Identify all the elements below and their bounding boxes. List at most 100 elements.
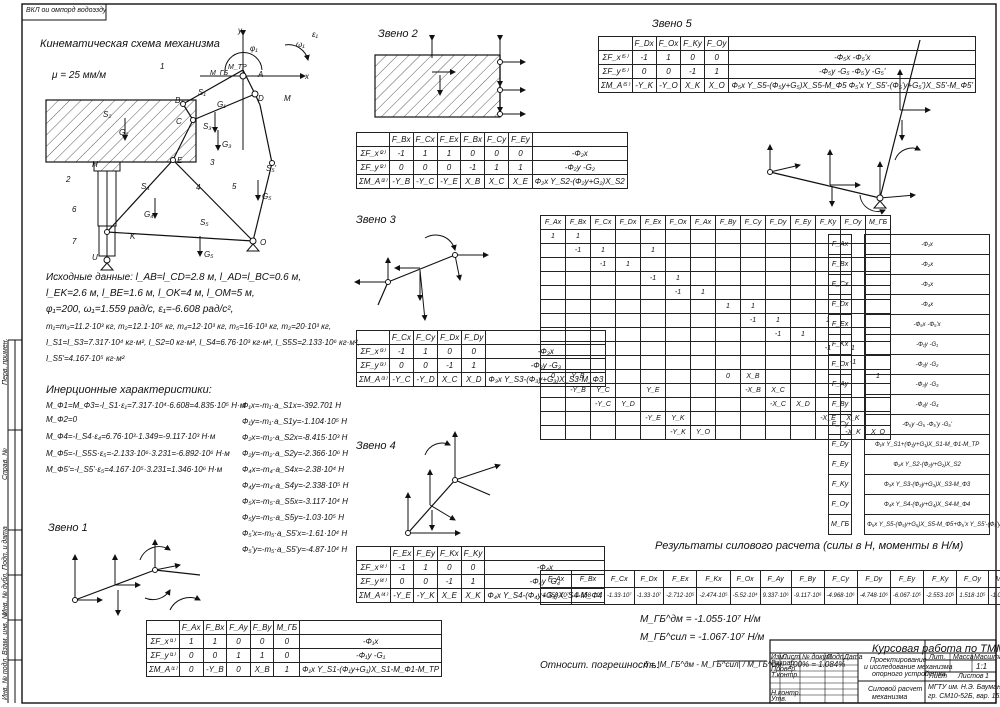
- matrix-cell: [665, 257, 691, 272]
- matrix-cell: 1: [740, 299, 766, 314]
- matrix-cell: 1: [665, 271, 691, 286]
- matrix-cell: [715, 285, 741, 300]
- tb-row-6: Разраб.: [771, 660, 797, 667]
- table-cell: -Ф₅x -Ф₅'x: [728, 50, 976, 65]
- results-header-cell: F_Oy: [956, 570, 989, 588]
- matrix-cell: [615, 341, 641, 356]
- table-cell: 1: [655, 50, 682, 65]
- table-cell: -Y_D: [412, 372, 439, 387]
- matrix-cell: [715, 229, 741, 244]
- table-cell: 0: [437, 344, 463, 359]
- matrix-cell: [565, 411, 591, 426]
- results-header-cell: F_Ox: [729, 570, 761, 588]
- rhs-spacer: [852, 375, 865, 395]
- label-G3: G₃: [222, 140, 232, 149]
- matrix-cell: [540, 383, 566, 398]
- matrix-cell: [690, 341, 716, 356]
- label-link-5: 5: [232, 182, 237, 191]
- matrix-cell: [740, 411, 766, 426]
- matrix-cell: [765, 341, 791, 356]
- results-header-cell: F_Ex: [663, 570, 698, 588]
- zveno-2-title: Звено 2: [378, 28, 418, 40]
- matrix-header-cell: F_Ax: [690, 215, 716, 230]
- inertia-title: Инерционные характеристики:: [46, 384, 212, 396]
- rhs-spacer: [852, 255, 865, 275]
- results-title: Результаты силового расчета (силы в Н, м…: [655, 540, 964, 552]
- matrix-cell: [615, 299, 641, 314]
- matrix-cell: [665, 327, 691, 342]
- moment-dm: M_ГБ^дм = -1.055·10⁷ Н/м: [640, 614, 761, 625]
- table-cell: F_Dx: [631, 36, 657, 51]
- table-cell: 1: [460, 574, 486, 589]
- rhs-value: -Ф₁y -G₁: [864, 334, 991, 355]
- table-cell: F_Ky: [460, 546, 486, 561]
- results-value-cell: -2.553·10⁵: [923, 587, 958, 605]
- rhs-spacer: [852, 295, 865, 315]
- table-cell: F_By: [249, 620, 275, 635]
- matrix-cell: [790, 355, 816, 370]
- label-x: x: [305, 72, 309, 81]
- matrix-cell: 1: [690, 285, 716, 300]
- table-cell: ΣF_y⁽⁴⁾: [356, 574, 391, 589]
- table-cell: F_Ey: [508, 132, 533, 147]
- matrix-cell: [615, 271, 641, 286]
- table-cell: F_Dy: [461, 330, 487, 345]
- label-link-3: 3: [210, 158, 215, 167]
- table-cell: 1: [249, 648, 275, 663]
- table-cell: -1: [436, 574, 462, 589]
- matrix-cell: [715, 243, 741, 258]
- matrix-cell: -Y_K: [665, 425, 691, 440]
- results-header-cell: F_Ey: [889, 570, 925, 588]
- matrix-cell: [690, 257, 716, 272]
- matrix-cell: -X_C: [765, 397, 791, 412]
- matrix-cell: [565, 355, 591, 370]
- title-block-sheets-value: 1: [985, 673, 989, 680]
- rhs-var: F_Ox: [827, 354, 853, 375]
- matrix-header-cell: F_By: [715, 215, 741, 230]
- results-value-cell: -4.968·10⁶: [823, 587, 858, 605]
- matrix-cell: [640, 397, 666, 412]
- matrix-cell: 1: [540, 229, 566, 244]
- matrix-header-cell: F_Ky: [815, 215, 841, 230]
- table-cell: F_Cy: [483, 132, 510, 147]
- matrix-cell: [790, 383, 816, 398]
- matrix-cell: [690, 397, 716, 412]
- table-cell: 0: [226, 634, 251, 649]
- rhs-spacer: [852, 235, 865, 255]
- matrix-cell: [540, 285, 566, 300]
- rhs-spacer: [852, 495, 865, 515]
- matrix-header-cell: F_Ox: [665, 215, 691, 230]
- table-cell: 0: [655, 64, 682, 79]
- matrix-cell: [715, 327, 741, 342]
- table-cell: -Ф₂y -G₂: [531, 160, 628, 175]
- table-cell: 1: [703, 64, 730, 79]
- side-label-2: Справ. №: [2, 448, 9, 480]
- results-value-cell: -4.748·10⁶: [856, 587, 891, 605]
- matrix-cell: [640, 327, 666, 342]
- matrix-cell: [790, 369, 816, 384]
- matrix-header-cell: F_Cy: [740, 215, 766, 230]
- matrix-cell: [640, 369, 666, 384]
- table-cell: 1: [412, 344, 439, 359]
- rhs-var: M_ГБ: [827, 514, 853, 535]
- matrix-cell: [615, 313, 641, 328]
- rhs-row: F_Kx-Ф₁y -G₁: [827, 334, 991, 355]
- table-cell: F_Bx: [202, 620, 228, 635]
- table-cell: F_Ey: [413, 546, 438, 561]
- matrix-cell: Y_O: [690, 425, 716, 440]
- matrix-cell: [540, 425, 566, 440]
- matrix-cell: 0: [540, 369, 566, 384]
- matrix-cell: [615, 425, 641, 440]
- table-cell: Ф₁x Y_S1-(Ф₁y+G₁)X_S1-M_Ф1-M_ТР: [299, 662, 443, 677]
- table-cell: -Y_C: [412, 174, 438, 189]
- matrix-cell: [665, 229, 691, 244]
